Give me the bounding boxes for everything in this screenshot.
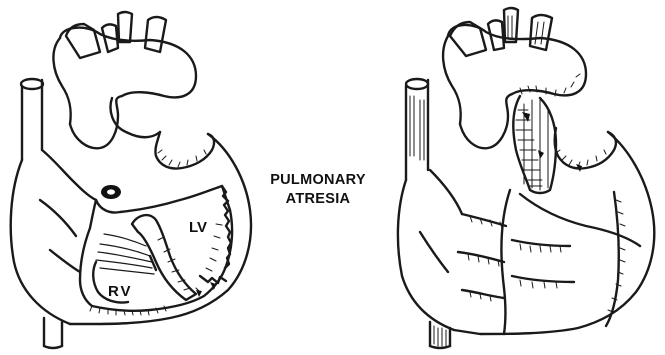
diagram-title: PULMONARY ATRESIA [262, 171, 374, 209]
left-superior-vena-cava [21, 79, 43, 160]
right-heart-illustration [398, 8, 654, 348]
right-superior-vena-cava [406, 79, 428, 180]
title-line-2: ATRESIA [262, 190, 374, 209]
title-line-1: PULMONARY [262, 171, 374, 190]
left-inferior-vena-cava [44, 318, 62, 348]
right-ventricle-surface [458, 190, 640, 334]
right-pulmonary-trunk [513, 96, 556, 193]
right-aortic-branches [450, 8, 552, 56]
label-rv: RV [108, 283, 133, 300]
right-atrial-appendage [555, 128, 616, 172]
label-lv: LV [189, 219, 207, 236]
right-right-atrium [398, 180, 454, 330]
left-atrial-appendage [155, 132, 214, 169]
left-aortic-branches [66, 12, 166, 58]
left-right-atrium [11, 160, 70, 324]
left-aortic-arch [60, 28, 196, 98]
left-ventricle-window [80, 186, 232, 311]
